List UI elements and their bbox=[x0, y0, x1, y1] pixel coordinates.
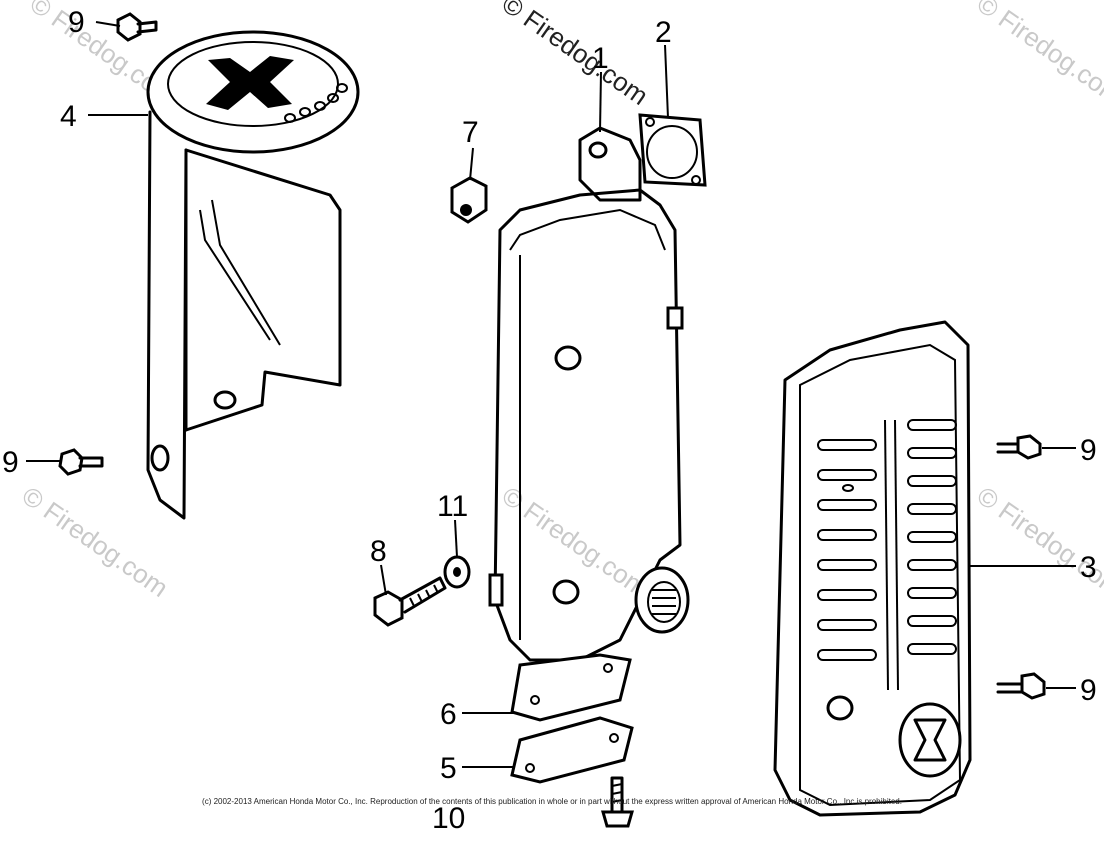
bolt-9-right-lower bbox=[996, 672, 1046, 700]
callout-9-right-lower: 9 bbox=[1080, 674, 1097, 707]
part-10-screw bbox=[601, 776, 634, 828]
part-5-plate bbox=[510, 716, 634, 784]
bolt-9-right-upper bbox=[996, 434, 1042, 460]
watermark-top-right: © Firedog.com bbox=[972, 0, 1104, 111]
leader-lines bbox=[26, 21, 1076, 768]
callout-1: 1 bbox=[592, 42, 609, 75]
leader-1 bbox=[599, 71, 602, 133]
watermark-mid-right: © Firedog.com bbox=[972, 480, 1104, 603]
callout-9-right-upper: 9 bbox=[1080, 434, 1097, 467]
callout-7: 7 bbox=[462, 116, 479, 149]
callout-3: 3 bbox=[1080, 551, 1097, 584]
callout-8: 8 bbox=[370, 535, 387, 568]
leader-7 bbox=[469, 147, 474, 181]
cover-slots-left bbox=[817, 439, 877, 661]
callout-11: 11 bbox=[437, 490, 468, 523]
callout-9-top: 9 bbox=[68, 6, 85, 39]
part-2-gasket bbox=[638, 113, 707, 187]
leader-9-top bbox=[95, 21, 121, 27]
part-6-plate bbox=[510, 653, 632, 722]
callout-10: 10 bbox=[432, 802, 465, 835]
callout-4: 4 bbox=[60, 100, 77, 133]
cover-slots-right bbox=[907, 419, 957, 655]
copyright-notice: (c) 2002-2013 American Honda Motor Co., … bbox=[202, 797, 902, 806]
callout-9-left: 9 bbox=[2, 446, 19, 479]
part-3-cover bbox=[773, 320, 972, 817]
part-4-protector bbox=[146, 30, 360, 520]
watermark-top-center: © Firedog.com bbox=[497, 0, 654, 111]
callout-5: 5 bbox=[440, 752, 457, 785]
part-8-bolt bbox=[373, 576, 447, 627]
part-11-washer bbox=[443, 555, 471, 589]
bolt-9-top bbox=[116, 12, 158, 42]
part-7-nut bbox=[450, 176, 488, 224]
leader-8 bbox=[380, 564, 387, 596]
callout-2: 2 bbox=[655, 16, 672, 49]
watermark-mid-left: © Firedog.com bbox=[17, 480, 174, 603]
callout-6: 6 bbox=[440, 698, 457, 731]
bolt-9-left bbox=[58, 448, 104, 476]
cap-vent-holes bbox=[284, 83, 348, 123]
part-1-muffler bbox=[488, 126, 690, 662]
leader-11 bbox=[454, 519, 458, 558]
callout-labels: 9 4 9 7 1 2 11 8 6 5 10 9 3 9 bbox=[2, 6, 1097, 835]
leader-2 bbox=[664, 44, 669, 119]
